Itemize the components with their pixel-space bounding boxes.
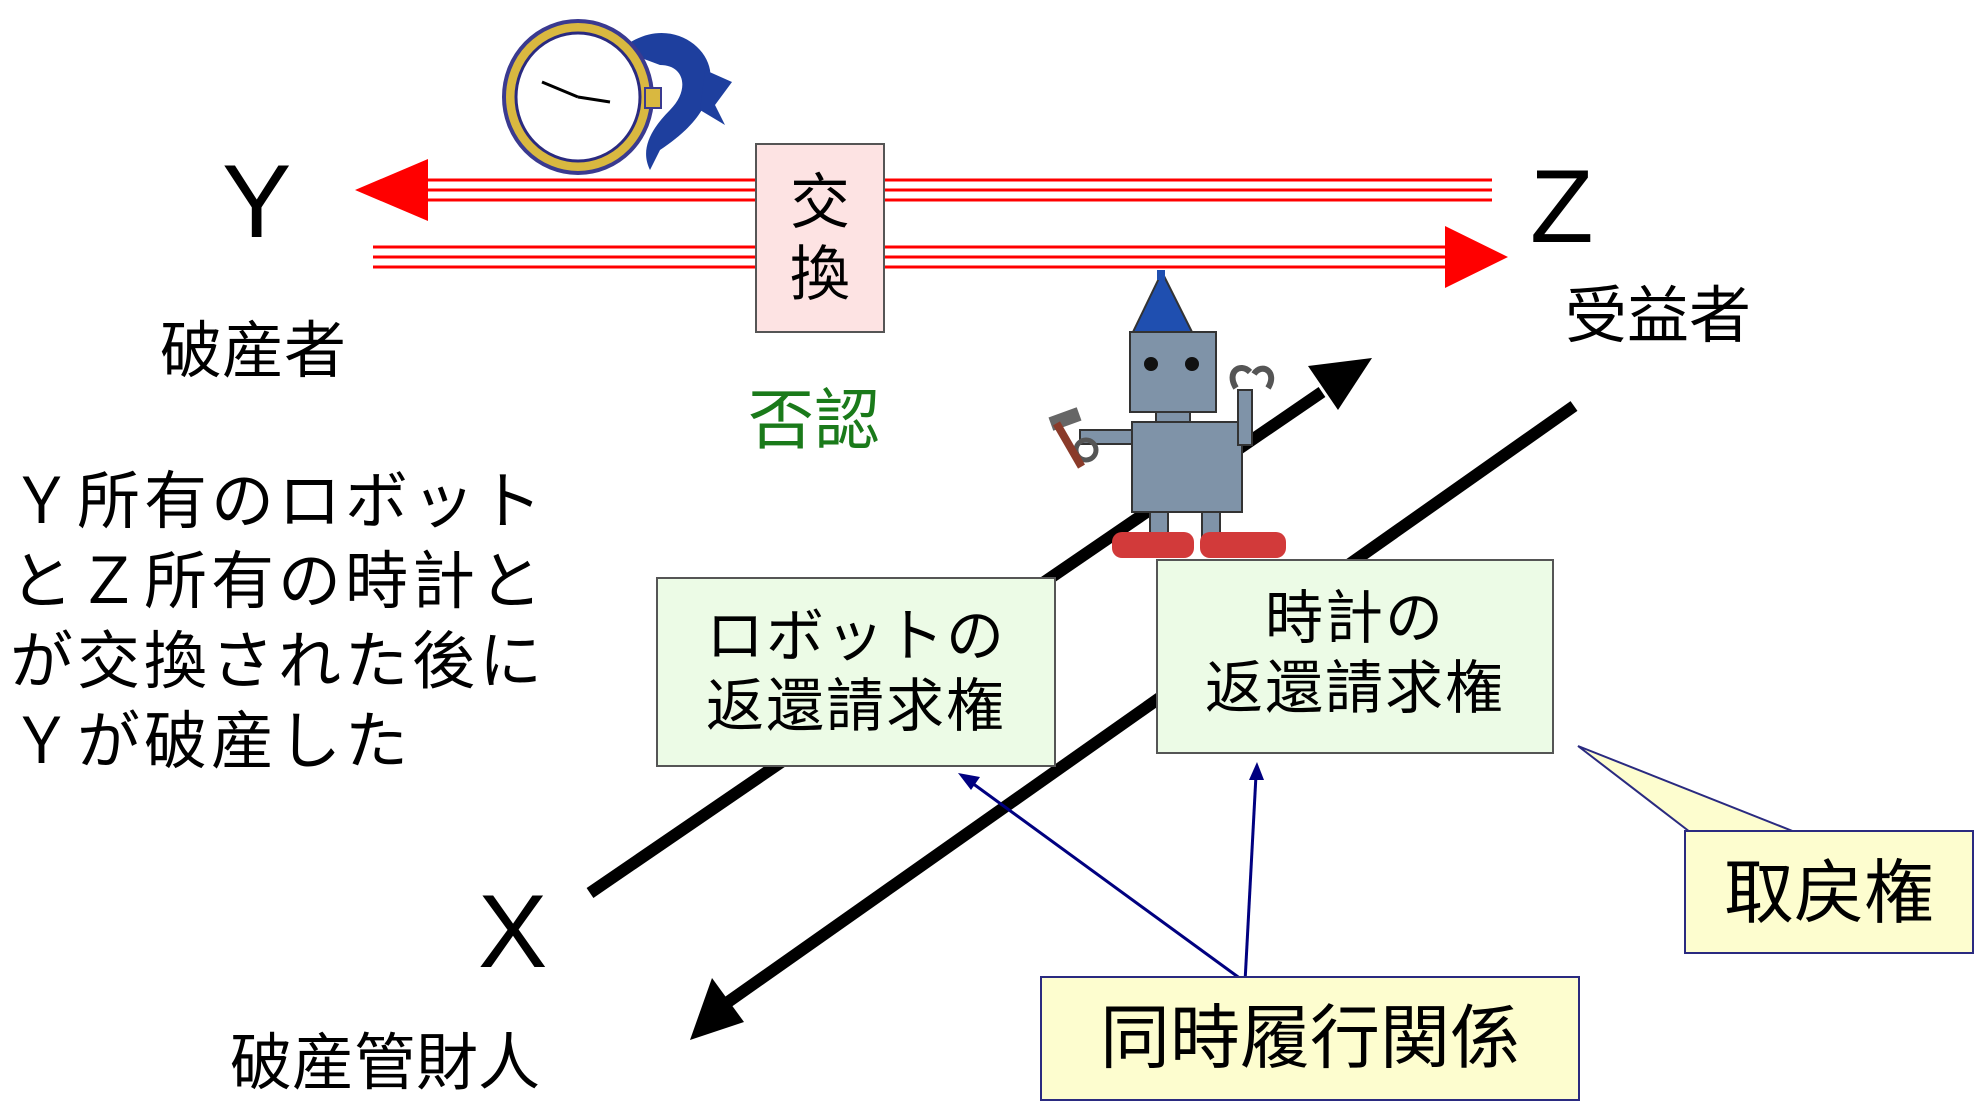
description-line: が交換された後に (10, 625, 546, 698)
simultaneous-box: 同時履行関係 (1040, 976, 1580, 1101)
denial-label: 否認 (748, 382, 880, 459)
party-y-letter: Y (222, 144, 292, 260)
description-line: とＺ所有の時計と (10, 545, 546, 618)
case-description: Ｙ所有のロボット とＺ所有の時計と が交換された後に Ｙが破産した (10, 462, 546, 782)
exchange-arrow-to-y (355, 159, 1492, 221)
party-z-role: 受益者 (1565, 279, 1752, 352)
wristwatch-icon (502, 19, 732, 175)
description-line: Ｙ所有のロボット (10, 465, 546, 538)
simultaneous-callout-lines (958, 762, 1264, 984)
reclaim-label: 取戻権 (1724, 852, 1934, 934)
robot-claim-line1: ロボットの (705, 602, 1006, 670)
watch-claim-line2: 返還請求権 (1204, 654, 1505, 722)
party-z-letter: Z (1530, 149, 1594, 265)
party-y-role: 破産者 (160, 314, 347, 387)
watch-claim-arrow (690, 401, 1578, 1040)
robot-claim-line2: 返還請求権 (705, 672, 1006, 740)
exchange-label: 交換 (790, 168, 850, 310)
reclaim-box: 取戻権 (1684, 830, 1974, 954)
exchange-box: 交換 (755, 143, 885, 333)
party-x-role: 破産管財人 (230, 1026, 541, 1099)
watch-claim-line1: 時計の (1264, 584, 1445, 652)
watch-claim-box: 時計の 返還請求権 (1156, 559, 1554, 754)
robot-icon (1048, 270, 1286, 558)
party-x-letter: X (478, 874, 548, 990)
exchange-arrow-to-z (373, 226, 1508, 288)
reclaim-callout-pointer (1577, 745, 1796, 833)
robot-claim-box: ロボットの 返還請求権 (656, 577, 1056, 767)
description-line: Ｙが破産した (10, 705, 412, 778)
simultaneous-label: 同時履行関係 (1100, 997, 1520, 1079)
